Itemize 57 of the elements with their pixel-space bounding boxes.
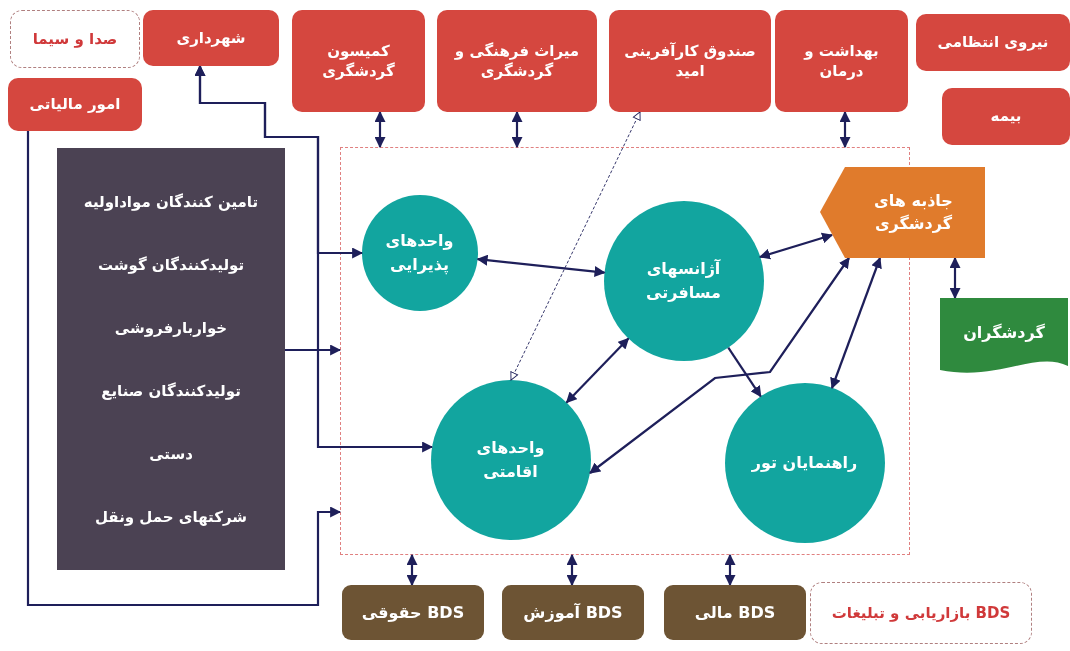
node-label: دستی xyxy=(149,444,193,463)
node-label: گردشگران xyxy=(963,321,1045,344)
arrow xyxy=(510,111,641,381)
node-label: BDS بازاریابی و تبلیغات xyxy=(831,604,1011,622)
node-label: BDS مالی xyxy=(694,603,776,622)
organization-box xyxy=(143,10,279,66)
organization-box xyxy=(916,14,1070,71)
node-label: واحدهای پذیرایی xyxy=(384,229,455,277)
organization-box xyxy=(292,10,425,112)
node-label: شهرداری xyxy=(176,27,246,49)
organization-box xyxy=(609,10,771,112)
node-label: BDS آموزش xyxy=(523,603,623,622)
arrow xyxy=(26,131,342,607)
service-box xyxy=(502,585,644,640)
arrow xyxy=(476,254,606,277)
node-label: میراث فرهنگی و گردشگری xyxy=(453,40,581,82)
node-label: شرکتهای حمل ونقل xyxy=(94,507,248,526)
node-label: راهنمایان تور xyxy=(751,451,858,474)
node-label: صدا و سیما xyxy=(32,30,118,48)
arrow xyxy=(727,347,762,398)
attraction-shape xyxy=(820,167,985,258)
arrow xyxy=(406,553,418,587)
arrow xyxy=(566,553,578,587)
arrow xyxy=(589,257,850,474)
arrow xyxy=(511,110,523,149)
arrow xyxy=(758,232,834,260)
organization-box xyxy=(942,88,1070,145)
organization-box xyxy=(8,78,142,131)
node-label: واحدهای اقامتی xyxy=(475,436,546,483)
node-label: صندوق کارآفرینی امید xyxy=(623,40,757,82)
arrow xyxy=(565,337,630,404)
arrow xyxy=(724,553,736,587)
node-label: تامین کنندگان مواداولیه xyxy=(83,192,259,211)
node-label: بیمه xyxy=(990,106,1022,127)
arrow xyxy=(374,110,386,149)
node-label: امور مالیاتی xyxy=(29,94,121,115)
node-label: بهداشت و درمان xyxy=(802,40,880,82)
service-box xyxy=(664,585,806,640)
service-box xyxy=(810,582,1032,644)
node-label: تولیدکنندگان صنایع xyxy=(101,381,241,400)
node-label: BDS حقوقی xyxy=(361,603,465,622)
node-label: خواربارفروشی xyxy=(114,318,228,337)
node-label: تولیدکنندگان گوشت xyxy=(97,255,245,274)
service-box xyxy=(342,585,484,640)
node-label: نیروی انتظامی xyxy=(937,32,1049,53)
arrow xyxy=(839,110,851,149)
arrow xyxy=(830,256,882,390)
arrow xyxy=(949,256,961,300)
node-label: جاذبه های گردشگری xyxy=(873,190,954,235)
supplier-panel xyxy=(57,148,285,570)
arrow xyxy=(285,344,342,356)
node-label: کمیسون گردشگری xyxy=(321,40,396,82)
node-label: آژانسهای مسافرتی xyxy=(645,257,722,304)
organization-box xyxy=(437,10,597,112)
organization-box xyxy=(775,10,908,112)
arrow xyxy=(194,64,364,259)
organization-box xyxy=(10,10,140,68)
